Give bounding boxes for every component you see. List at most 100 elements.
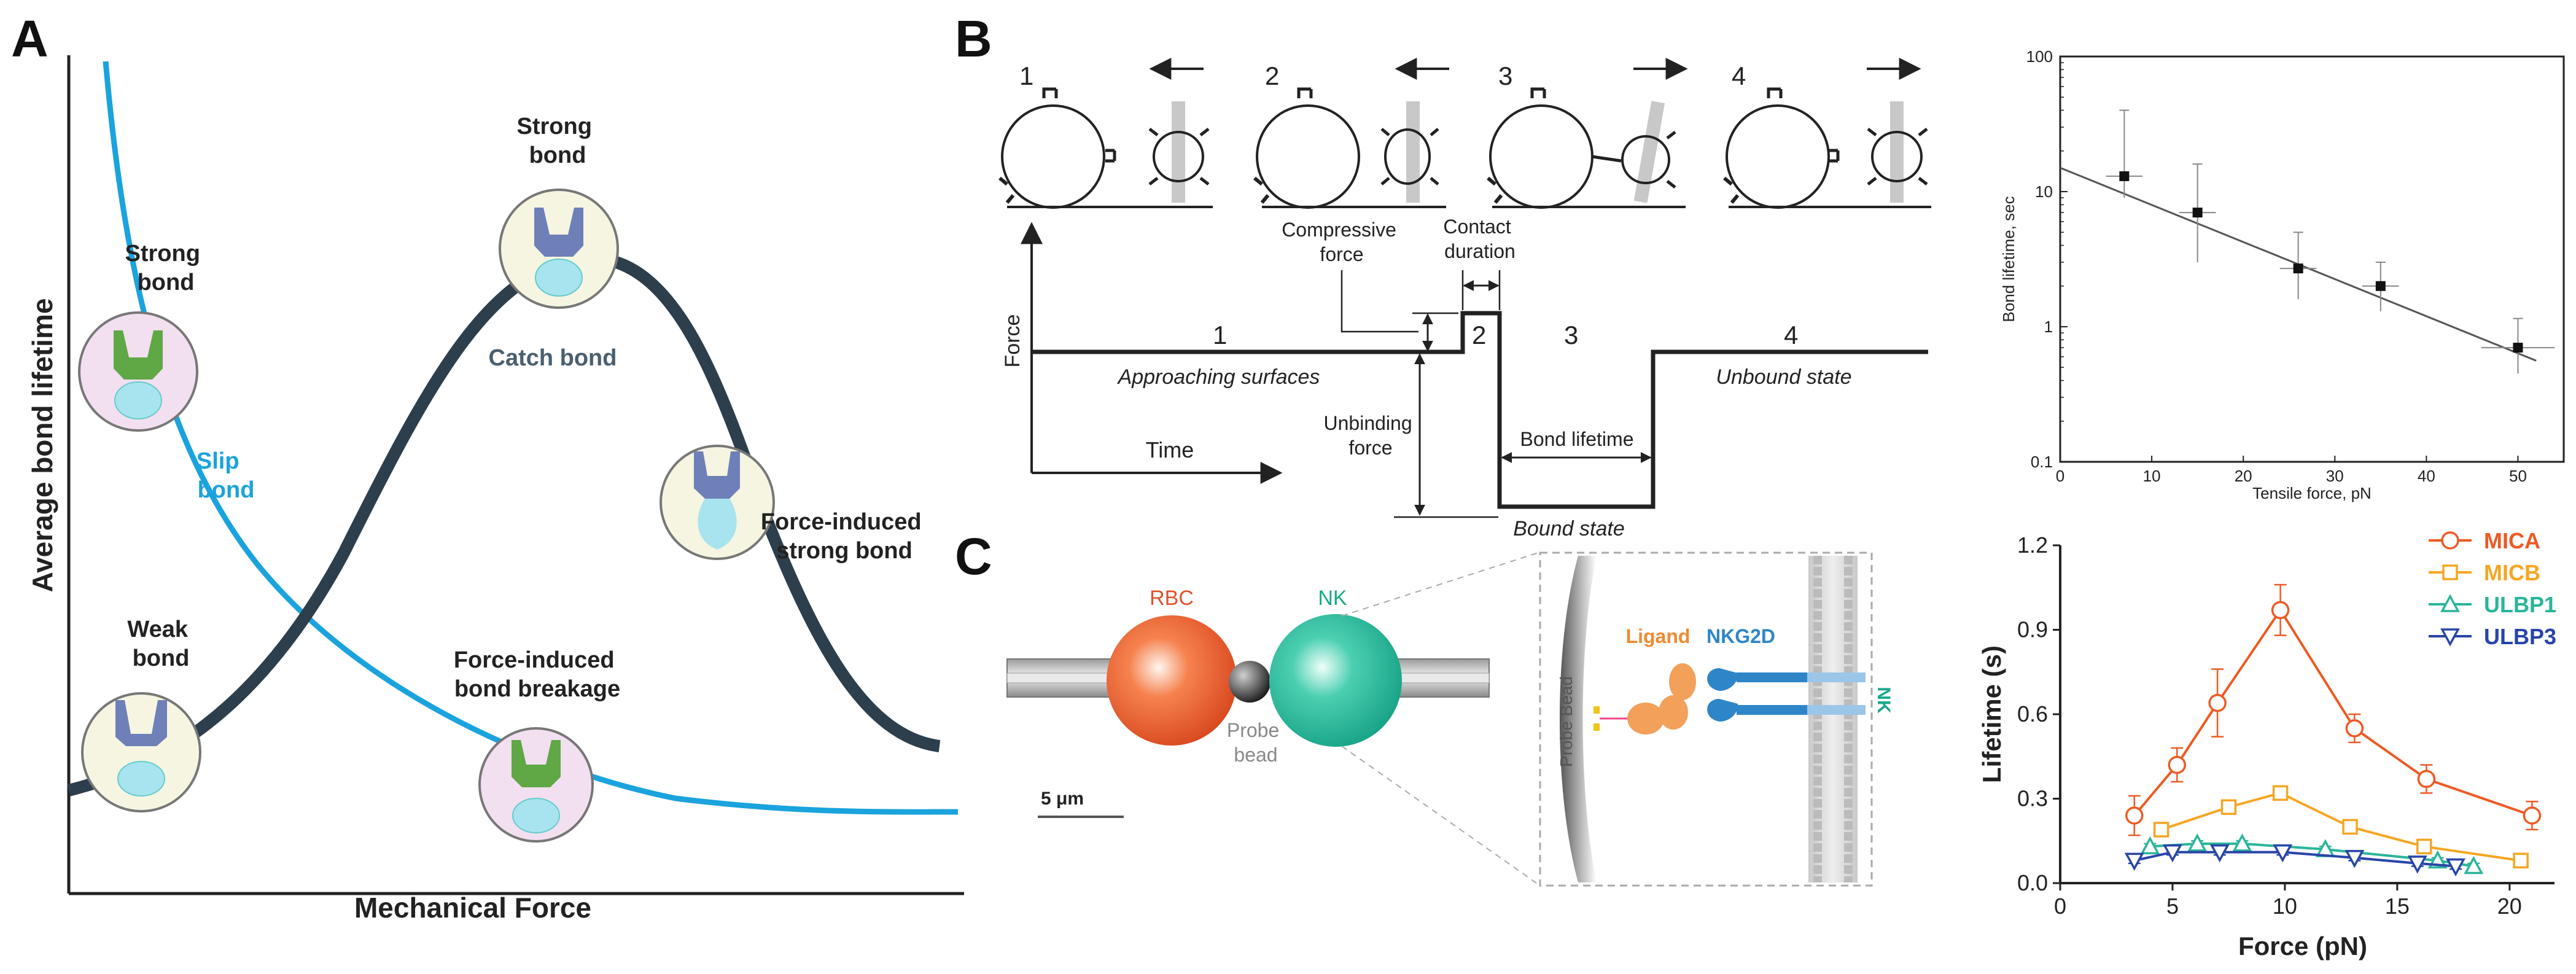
legend-label-ulbp3: ULBP3 bbox=[2484, 624, 2556, 649]
x-tick-label: 30 bbox=[2326, 467, 2344, 485]
label-force-induced-breakage: Force-induced bond breakage bbox=[454, 647, 621, 702]
x-tick-label: 20 bbox=[2497, 894, 2522, 919]
probe-bead bbox=[1229, 661, 1270, 703]
trace-number-4: 4 bbox=[1784, 321, 1798, 349]
data-point bbox=[2293, 263, 2303, 274]
data-point-ulbp3 bbox=[2163, 844, 2182, 863]
panel-a-y-axis-label: Average bond lifetime bbox=[26, 298, 58, 593]
label-strong-bond-top: Strong bond bbox=[517, 114, 599, 168]
data-point-micb bbox=[2153, 822, 2169, 838]
nkg2d-receptor bbox=[1707, 668, 1807, 722]
x-tick-label: 0 bbox=[2056, 467, 2064, 485]
probe-bead-label: Probe bead bbox=[1227, 719, 1285, 766]
y-tick-label: 0.9 bbox=[2017, 617, 2048, 642]
x-tick-label: 50 bbox=[2509, 467, 2527, 485]
stage-number: 2 bbox=[1265, 61, 1279, 90]
x-tick-label: 10 bbox=[2273, 894, 2297, 919]
trace-number-1: 1 bbox=[1213, 321, 1227, 349]
x-tick-label: 10 bbox=[2143, 467, 2161, 485]
data-point-mica bbox=[2125, 806, 2144, 825]
stage-number: 4 bbox=[1732, 61, 1746, 90]
panel-b-letter: B bbox=[955, 10, 992, 68]
stage-2-illustration: 2 bbox=[1253, 58, 1449, 209]
series-line-micb bbox=[2161, 792, 2521, 862]
data-point-ulbp3 bbox=[2124, 852, 2144, 871]
panel-c-letter: C bbox=[955, 528, 992, 585]
data-point-micb bbox=[2272, 785, 2289, 801]
x-tick-label: 20 bbox=[2235, 467, 2252, 485]
stage-1-illustration: 1 bbox=[998, 58, 1213, 209]
y-tick-label: 1 bbox=[2044, 318, 2053, 336]
series-line-mica bbox=[2133, 607, 2533, 817]
contact-duration-label: Contact duration bbox=[1443, 216, 1516, 262]
y-tick-label: 0.3 bbox=[2017, 786, 2048, 811]
x-tick-label: 40 bbox=[2418, 467, 2435, 485]
strong-bond-left-illustration bbox=[78, 311, 198, 432]
inset-probe-bead-label: Probe Bead bbox=[1557, 676, 1576, 767]
rbc-cell bbox=[1107, 615, 1237, 746]
inset-bead-surface bbox=[1560, 556, 1597, 882]
chart-b-y-axis-label: Bond lifetime, sec bbox=[1999, 196, 2018, 322]
legend-marker bbox=[2441, 531, 2459, 550]
panel-a-x-axis-label: Mechanical Force bbox=[354, 892, 591, 924]
data-point-micb bbox=[2513, 852, 2529, 869]
inset-nkg2d-label: NKG2D bbox=[1706, 625, 1775, 647]
y-tick-label: 100 bbox=[2026, 47, 2053, 66]
nk-label: NK bbox=[1318, 586, 1347, 610]
legend-label-mica: MICA bbox=[2484, 528, 2540, 553]
trace-number-3: 3 bbox=[1564, 321, 1578, 349]
approaching-surfaces-label: Approaching surfaces bbox=[1117, 365, 1320, 389]
nk-membrane bbox=[1807, 556, 1866, 882]
stage-number: 1 bbox=[1019, 61, 1033, 90]
x-tick-label: 15 bbox=[2385, 894, 2410, 919]
data-point-mica bbox=[2417, 769, 2436, 789]
panel-b: B 1 2 3 bbox=[955, 10, 1931, 540]
data-point-ulbp3 bbox=[2209, 844, 2230, 863]
data-point bbox=[2192, 208, 2203, 218]
data-point-mica bbox=[2208, 693, 2227, 712]
data-point-ulbp3 bbox=[2446, 858, 2465, 877]
trace-force-axis-label: Force bbox=[1001, 314, 1024, 368]
data-point-ulbp1 bbox=[2232, 833, 2252, 852]
molecular-inset: Probe Bead Ligand NKG2D bbox=[1539, 551, 1894, 887]
data-point-micb bbox=[2416, 838, 2432, 855]
data-point-mica bbox=[2168, 755, 2187, 774]
data-point-ulbp1 bbox=[2140, 836, 2160, 855]
legend-label-ulbp1: ULBP1 bbox=[2484, 592, 2556, 617]
panel-a-letter: A bbox=[11, 10, 49, 68]
compressive-force-leader bbox=[1341, 270, 1418, 333]
legend-marker bbox=[2442, 564, 2458, 580]
data-point-ulbp1 bbox=[2187, 833, 2208, 852]
unbound-state-label: Unbound state bbox=[1716, 365, 1851, 389]
data-point-ulbp3 bbox=[2407, 855, 2427, 874]
data-point-mica bbox=[2523, 806, 2542, 825]
data-point-ulbp3 bbox=[2344, 850, 2365, 868]
trace-number-2: 2 bbox=[1472, 321, 1486, 349]
stage-3-illustration: 3 bbox=[1487, 58, 1688, 209]
stage-number: 3 bbox=[1498, 61, 1512, 90]
label-strong-bond-left: Strong bond bbox=[125, 241, 207, 295]
inset-ligand-label: Ligand bbox=[1626, 625, 1691, 647]
bond-lifetime-label: Bond lifetime bbox=[1520, 428, 1634, 450]
chart-b-x-axis-label: Tensile force, pN bbox=[2252, 484, 2372, 502]
series-line-ulbp3 bbox=[2134, 851, 2456, 868]
data-point-micb bbox=[2342, 819, 2358, 835]
bound-state-label: Bound state bbox=[1513, 517, 1624, 540]
chart-c-x-axis-label: Force (pN) bbox=[2238, 932, 2367, 960]
stage-4-illustration: 4 bbox=[1723, 58, 1931, 209]
x-tick-label: 5 bbox=[2166, 894, 2179, 919]
ligand-molecule bbox=[1593, 663, 1696, 734]
rbc-label: RBC bbox=[1150, 586, 1194, 610]
right-micropipette bbox=[1378, 658, 1490, 698]
strong-bond-top-illustration bbox=[499, 189, 619, 309]
data-point-mica bbox=[2345, 719, 2364, 738]
y-tick-label: 1.2 bbox=[2017, 532, 2048, 558]
trace-time-axis-label: Time bbox=[1146, 437, 1194, 462]
legend-marker bbox=[2440, 594, 2460, 612]
y-tick-label: 0.1 bbox=[2031, 453, 2053, 471]
x-tick-label: 0 bbox=[2054, 894, 2066, 919]
label-force-induced-strong: Force-induced strong bond bbox=[761, 509, 928, 564]
